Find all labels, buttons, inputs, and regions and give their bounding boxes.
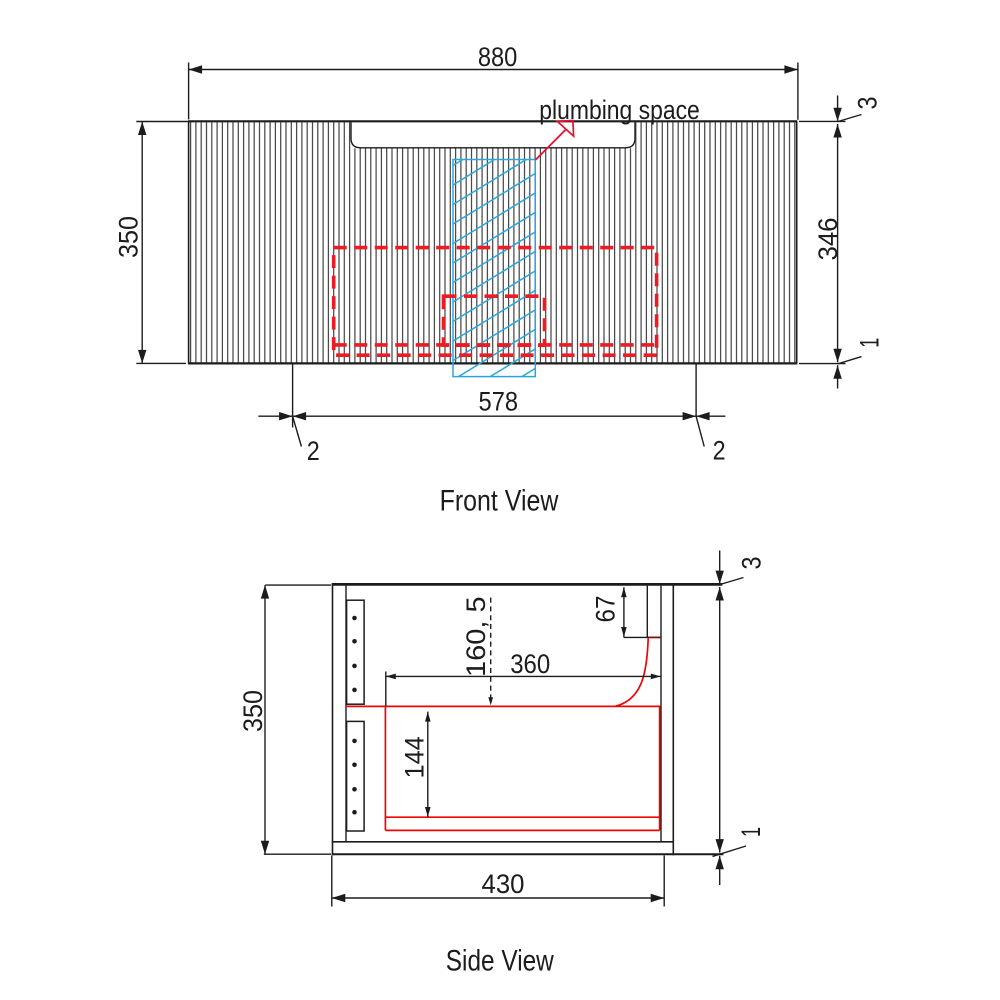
svg-text:3: 3 [736, 557, 766, 570]
svg-text:346: 346 [813, 218, 843, 261]
svg-text:2: 2 [713, 436, 726, 466]
svg-text:578: 578 [479, 387, 519, 417]
svg-text:Front View: Front View [440, 485, 559, 518]
svg-text:Side View: Side View [446, 944, 554, 977]
svg-text:350: 350 [238, 690, 268, 732]
svg-text:144: 144 [399, 736, 429, 778]
svg-text:3: 3 [853, 97, 883, 110]
svg-text:160, 5: 160, 5 [461, 596, 491, 677]
svg-text:430: 430 [482, 869, 525, 899]
svg-text:2: 2 [307, 436, 320, 466]
svg-text:1: 1 [855, 338, 885, 348]
svg-text:360: 360 [510, 649, 550, 679]
svg-text:880: 880 [478, 42, 518, 72]
svg-text:1: 1 [736, 827, 766, 837]
svg-text:67: 67 [591, 596, 621, 623]
svg-text:350: 350 [113, 216, 143, 258]
